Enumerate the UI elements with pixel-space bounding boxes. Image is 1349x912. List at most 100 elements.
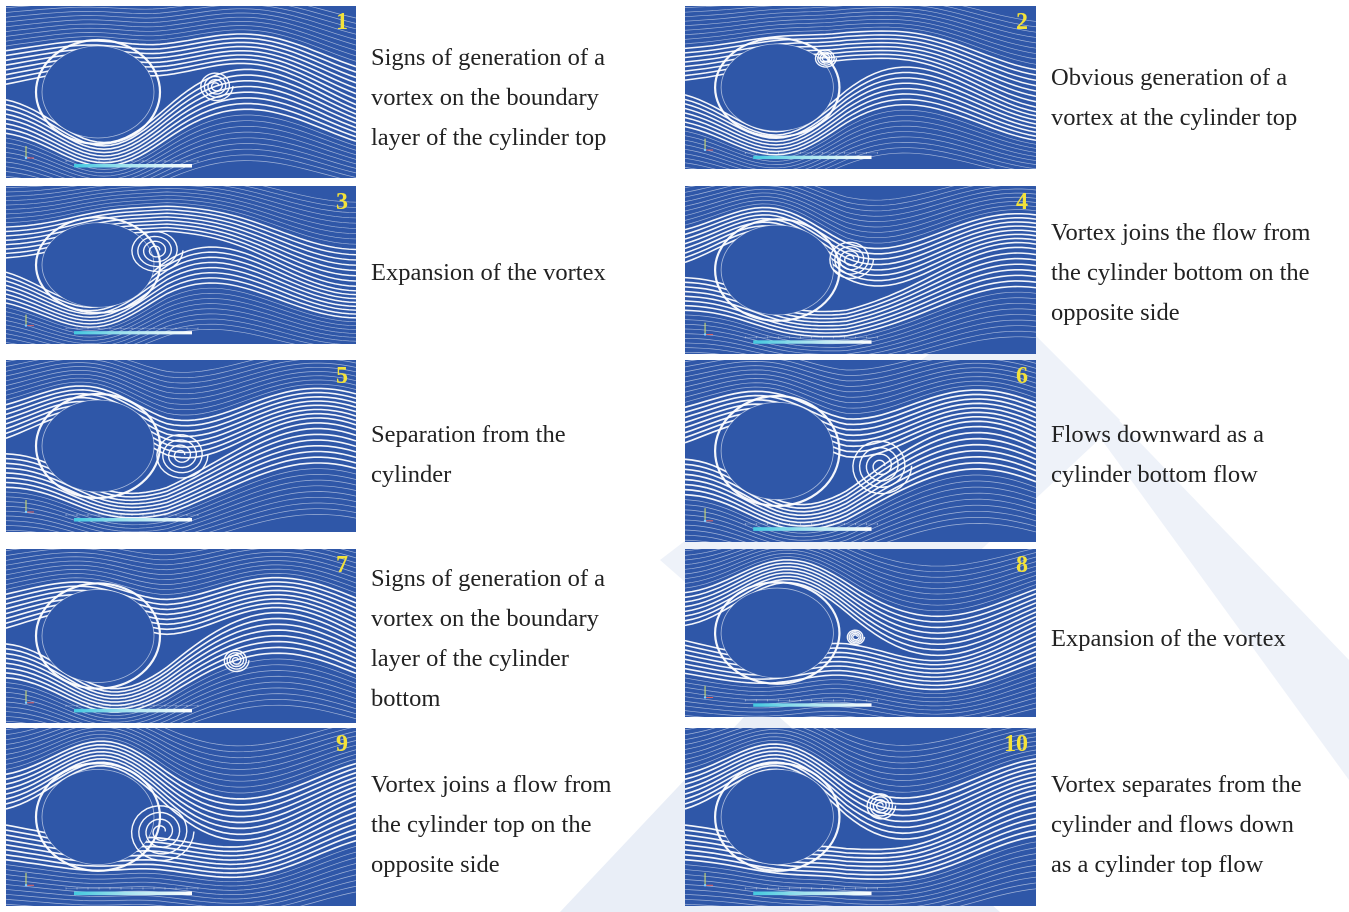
streamline — [6, 514, 356, 532]
streamline — [6, 385, 356, 422]
streamline — [6, 728, 356, 770]
streamline — [6, 646, 356, 710]
streamline — [685, 228, 1036, 282]
streamline — [6, 754, 356, 824]
caption-line: the cylinder top on the — [371, 811, 592, 838]
streamline — [6, 687, 356, 723]
streamline — [685, 136, 1036, 169]
streamline — [6, 576, 356, 601]
caption-line: cylinder — [371, 461, 452, 488]
streamline — [685, 859, 1036, 897]
streamline-plot — [6, 360, 356, 532]
panel-caption-6: Flows downward as a cylinder bottom flow — [1051, 415, 1264, 495]
streamline — [6, 623, 356, 697]
streamline — [685, 206, 1036, 250]
streamline — [6, 8, 356, 35]
panel-number: 7 — [336, 552, 348, 578]
streamline-plot — [6, 549, 356, 723]
streamline — [6, 33, 356, 68]
streamline — [6, 97, 356, 161]
streamline — [685, 87, 1036, 146]
streamline — [6, 85, 356, 154]
streamline — [6, 573, 356, 595]
axis-triad-icon — [24, 690, 34, 704]
axis-triad-icon — [703, 322, 714, 336]
streamline — [6, 131, 356, 178]
streamline — [6, 388, 356, 427]
velocity-scalebar-icon — [65, 327, 199, 335]
streamline — [6, 91, 356, 157]
streamline-plot — [6, 728, 356, 906]
streamline — [6, 282, 356, 328]
streamline — [6, 468, 356, 522]
streamline — [685, 661, 1036, 691]
caption-line: Expansion of the vortex — [1051, 625, 1286, 652]
panel-number: 9 — [336, 731, 348, 757]
flow-panel-7: 7 — [6, 549, 356, 723]
streamline — [6, 381, 356, 416]
panel-caption-3: Expansion of the vortex — [371, 253, 606, 293]
cylinder-inner — [41, 399, 155, 493]
panel-caption-9: Vortex joins a flow from the cylinder to… — [371, 765, 611, 885]
streamline — [6, 664, 356, 720]
streamline — [685, 115, 1036, 162]
streamline — [6, 400, 356, 443]
cylinder-inner — [720, 401, 834, 501]
streamline — [6, 108, 356, 167]
streamline — [6, 360, 356, 384]
vortex-spiral — [846, 629, 866, 646]
streamline — [6, 271, 356, 322]
streamline — [685, 30, 1036, 71]
streamline — [6, 728, 353, 753]
caption-line: Vortex joins a flow from — [371, 771, 612, 798]
streamline — [6, 880, 356, 906]
streamline — [6, 366, 356, 395]
streamline — [685, 186, 955, 201]
flow-panel-1: 1 — [6, 6, 356, 178]
streamline — [685, 6, 1036, 28]
streamline — [6, 287, 356, 331]
caption-line: cylinder and flows down — [1051, 811, 1294, 838]
streamline — [685, 199, 1036, 239]
panel-number: 8 — [1016, 552, 1028, 578]
axis-triad-icon — [703, 872, 714, 887]
streamline — [685, 15, 1036, 49]
flow-panel-8: 8 — [685, 549, 1036, 717]
caption-line: Expansion of the vortex — [371, 259, 606, 286]
streamline — [6, 640, 356, 707]
cylinder-inner — [720, 43, 834, 132]
streamline — [6, 549, 356, 556]
flow-panel-3: 3 — [6, 186, 356, 344]
streamline — [6, 728, 356, 759]
streamline — [6, 154, 356, 178]
streamline — [685, 196, 1036, 233]
streamline — [6, 549, 356, 561]
streamline — [6, 323, 315, 344]
streamline — [685, 729, 1036, 776]
vortex-spiral — [130, 805, 195, 862]
velocity-scalebar-icon — [65, 887, 199, 896]
flow-panel-4: 4 — [685, 186, 1036, 354]
streamline — [685, 125, 1036, 169]
caption-line: Signs of generation of a — [371, 44, 606, 71]
streamline-plot — [6, 6, 356, 178]
cylinder-inner — [41, 45, 155, 139]
caption-line: Signs of generation of a — [371, 565, 606, 592]
streamline — [6, 589, 356, 616]
streamline — [6, 377, 356, 411]
streamline — [6, 491, 356, 532]
streamline — [6, 885, 356, 906]
streamline — [6, 549, 356, 566]
cylinder-outline — [34, 762, 162, 872]
axis-triad-icon — [24, 872, 34, 887]
panel-caption-8: Expansion of the vortex — [1051, 619, 1286, 659]
streamline — [685, 6, 1036, 33]
streamline — [685, 152, 996, 169]
axis-triad-icon — [703, 508, 714, 523]
streamline — [6, 851, 356, 887]
streamline — [6, 404, 356, 448]
streamline-plot — [685, 549, 1036, 717]
streamline — [6, 560, 356, 581]
cylinder-inner — [41, 589, 155, 683]
streamline — [6, 261, 356, 315]
